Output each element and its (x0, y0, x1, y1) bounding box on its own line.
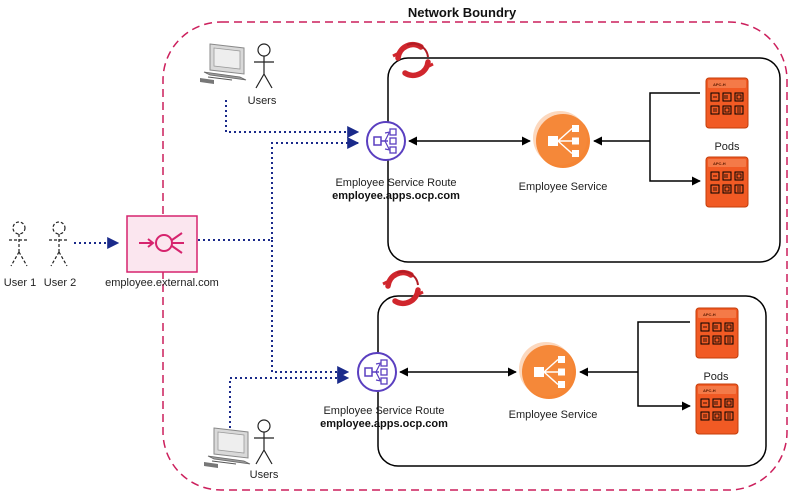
external-user-2 (48, 221, 70, 267)
link-bottom-pods-branch (637, 321, 690, 406)
workstation-icon (203, 427, 251, 469)
workstation-icon (199, 43, 247, 85)
pod-tag: APC-H (703, 388, 716, 393)
user-icon (8, 221, 30, 267)
network-boundary-title: Network Boundry (408, 5, 517, 20)
user-1-label: User 1 (4, 277, 36, 289)
openshift-logo-icon (393, 44, 433, 76)
load-balancer-label: employee.external.com (105, 277, 219, 289)
bottom-service-label: Employee Service (509, 409, 598, 421)
bottom-pods-label: Pods (703, 371, 729, 383)
link-top-pods-branch (649, 92, 700, 181)
pod-tag: APC-H (713, 82, 726, 87)
external-user-1 (8, 221, 30, 267)
top-route-label: Employee Service Route (335, 177, 456, 189)
bottom-route-label: Employee Service Route (323, 405, 444, 417)
top-service-label: Employee Service (519, 181, 608, 193)
link-bottom-users-to-route (229, 372, 350, 428)
top-route-host: employee.apps.ocp.com (332, 190, 460, 202)
user-2-label: User 2 (44, 277, 76, 289)
bottom-route-host: employee.apps.ocp.com (320, 418, 448, 430)
network-boundary (162, 21, 788, 491)
link-top-users-to-route (225, 100, 360, 138)
external-load-balancer[interactable] (126, 215, 198, 273)
user-icon (253, 43, 275, 89)
pod-tag: APC-H (703, 312, 716, 317)
route-icon[interactable] (366, 121, 406, 161)
pod-tag: APC-H (713, 161, 726, 166)
top-pods-label: Pods (714, 141, 740, 153)
user-icon (253, 419, 275, 465)
bottom-users-label: Users (250, 469, 279, 481)
top-users-label: Users (248, 95, 277, 107)
link-lb-to-routes (198, 137, 360, 241)
load-balancer-icon (139, 232, 184, 254)
service-icon[interactable] (518, 341, 577, 400)
service-icon[interactable] (532, 110, 591, 169)
user-icon (48, 221, 70, 267)
route-icon[interactable] (357, 352, 397, 392)
link-lb-to-route-bottom (271, 240, 350, 378)
